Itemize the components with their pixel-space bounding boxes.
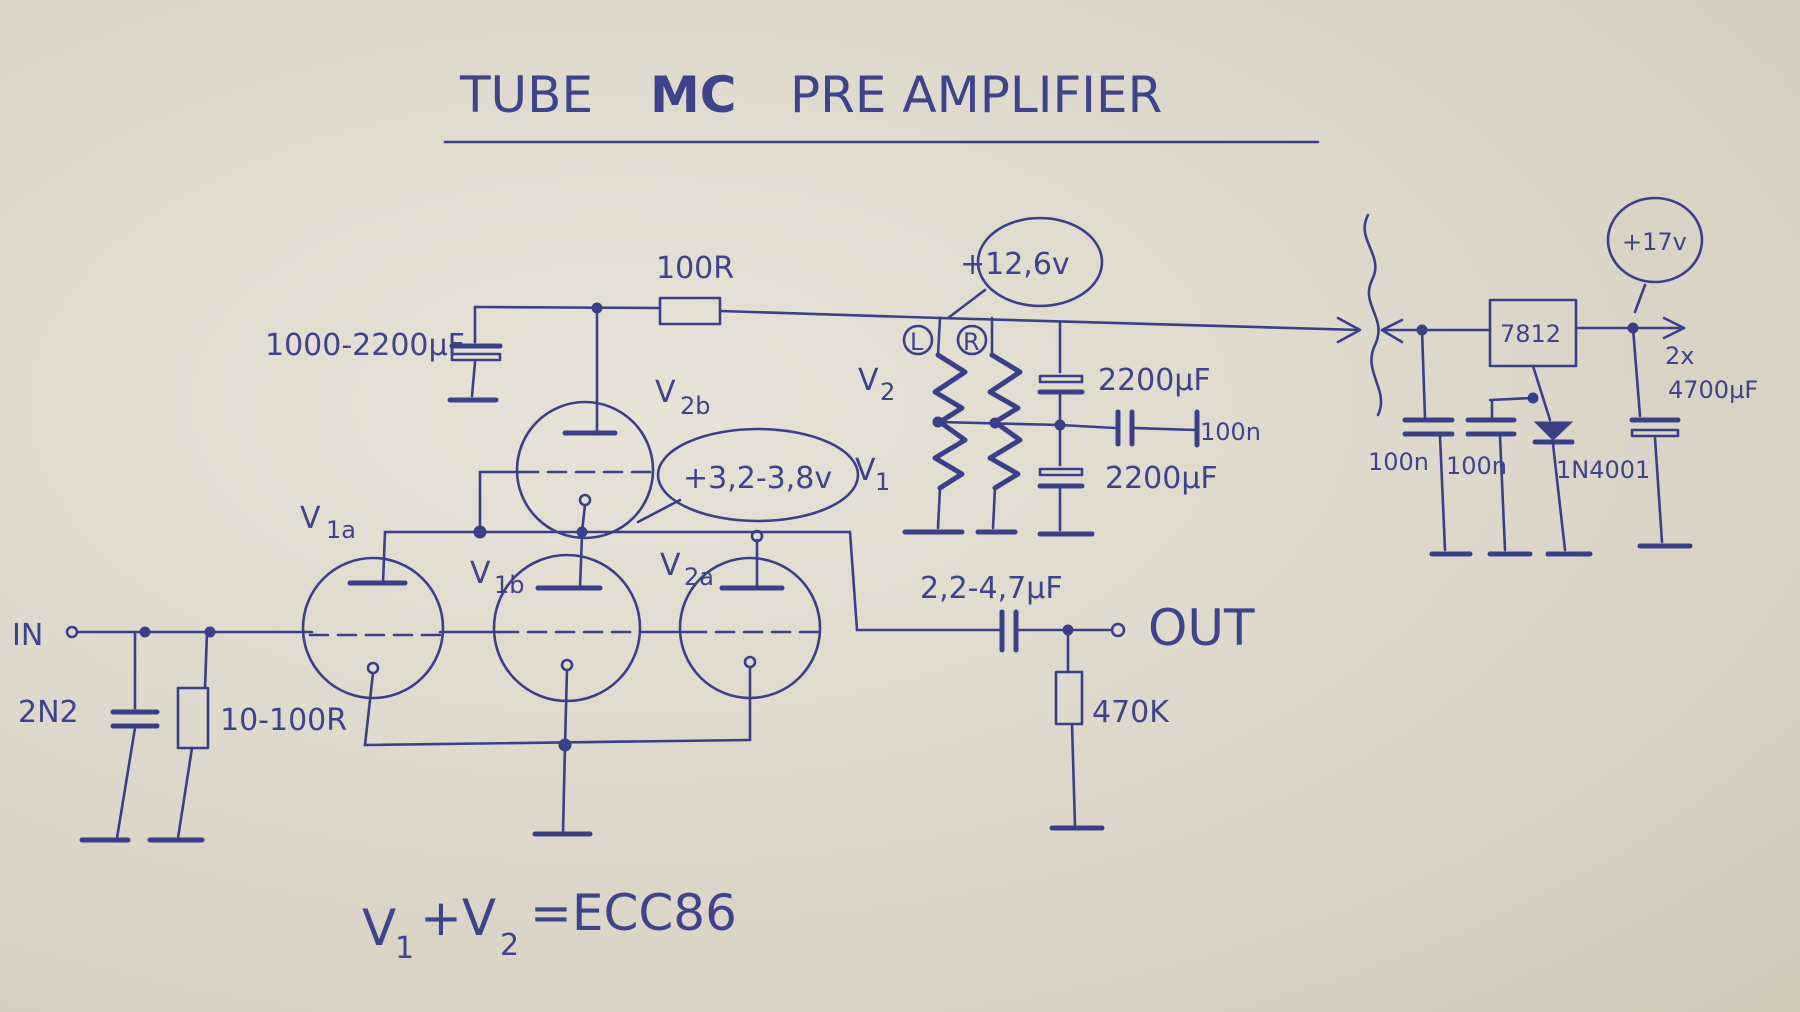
input-terminal — [65, 625, 79, 639]
heater-cap-bottom-label: 2200µF — [1105, 461, 1218, 496]
tube-note-type: =ECC86 — [530, 884, 737, 942]
supply-rail — [473, 305, 662, 310]
output-resistor-label: 470K — [1092, 695, 1170, 730]
title-post: PRE AMPLIFIER — [790, 66, 1162, 124]
v2-sub: 2 — [880, 378, 895, 406]
supply-voltage: +12,6v — [960, 247, 1070, 282]
regulator-label: 7812 — [1500, 320, 1561, 348]
heater-cap-100n — [1058, 409, 1200, 448]
break-symbol — [1363, 213, 1383, 417]
tube-note-v1: V — [362, 899, 396, 957]
rail-resistor — [658, 296, 722, 326]
junction — [1527, 392, 1539, 404]
diode-label: 1N4001 — [1556, 456, 1650, 484]
reservoir-capacitor — [447, 305, 503, 403]
cathode-voltage-arrow — [636, 498, 682, 524]
reg-voltage-arrow — [1633, 283, 1647, 314]
cathode-voltage-bubble — [656, 427, 860, 523]
heater-l-marker — [902, 324, 934, 356]
supply-rail — [718, 309, 942, 320]
v1b-cathode-wire — [563, 668, 569, 747]
ground-wire — [561, 743, 567, 834]
title-pre: TUBE — [459, 66, 593, 124]
reservoir-capacitor-label: 1000-2200µF — [265, 328, 465, 363]
v2b-sub: 2b — [680, 392, 711, 420]
junction — [932, 416, 944, 428]
reg-voltage-bubble — [1606, 196, 1704, 284]
heater-r-marker — [956, 324, 988, 356]
heater-cap-bottom — [1037, 423, 1095, 537]
input-capacitor-label: 2N2 — [18, 695, 79, 730]
v1b-label: V — [470, 556, 491, 591]
heater-l-label: L — [910, 328, 924, 356]
output-wire — [848, 530, 859, 632]
heater-cap-top — [1037, 320, 1085, 427]
v2a-label: V — [660, 548, 681, 583]
input-resistor — [147, 630, 210, 843]
junction — [139, 626, 151, 638]
reg-input-cap-1-label: 100n — [1368, 448, 1429, 476]
cathode-bus — [363, 738, 752, 747]
heater-r-label: R — [963, 328, 980, 356]
reg-diode — [1531, 364, 1593, 557]
tube-note-plus-v2: +V — [420, 889, 496, 947]
tube-v2b — [515, 306, 657, 540]
output-resistor — [1049, 628, 1105, 831]
reg-input-cap-2-label: 100n — [1446, 452, 1507, 480]
heater-cap-100n-label: 100n — [1200, 418, 1261, 446]
tube-note-sub1: 1 — [395, 931, 414, 966]
reg-input-cap-2 — [1465, 396, 1534, 557]
v1b-sub: 1b — [494, 571, 525, 599]
reg-input-cap-1 — [1402, 328, 1473, 557]
heater-cap-top-label: 2200µF — [1098, 363, 1211, 398]
input-label: IN — [12, 618, 43, 653]
reg-output-arrow — [1662, 316, 1686, 340]
v2-label: V — [858, 363, 879, 398]
output-capacitor-label: 2,2-4,7µF — [920, 571, 1063, 606]
input-resistor-label: 10-100R — [220, 703, 347, 738]
v1a-label: V — [300, 501, 321, 536]
rail-arrow — [1336, 316, 1362, 344]
supply-voltage-bubble — [976, 216, 1104, 308]
reg-output-voltage: +17v — [1622, 228, 1687, 256]
output-label: OUT — [1148, 599, 1255, 657]
v2b-label: V — [655, 375, 676, 410]
v1-sub: 1 — [875, 468, 890, 496]
title-bold: MC — [650, 66, 736, 124]
v1a-sub: 1a — [326, 516, 356, 544]
tube-note-sub2: 2 — [500, 928, 519, 963]
reg-output-cap-label: 4700µF — [1668, 376, 1758, 404]
reg-output-cap-count: 2x — [1665, 342, 1694, 370]
reg-output-cap — [1629, 326, 1693, 549]
v2b-cathode-wire — [580, 503, 587, 534]
output-terminal — [1110, 622, 1126, 638]
v2a-sub: 2a — [684, 563, 714, 591]
v1a-cathode-wire — [363, 671, 375, 747]
supply-voltage-arrow — [946, 288, 987, 320]
v1-label: V — [855, 453, 876, 488]
rail-resistor-label: 100R — [656, 251, 734, 286]
junction — [591, 302, 603, 314]
heater-right — [975, 316, 1023, 535]
input-capacitor — [79, 630, 160, 843]
junction — [989, 417, 1001, 429]
cathode-voltage: +3,2-3,8v — [683, 461, 832, 496]
output-capacitor — [999, 609, 1019, 653]
heater-left — [902, 316, 968, 535]
supply-rail — [938, 316, 1362, 332]
junction — [473, 525, 487, 539]
